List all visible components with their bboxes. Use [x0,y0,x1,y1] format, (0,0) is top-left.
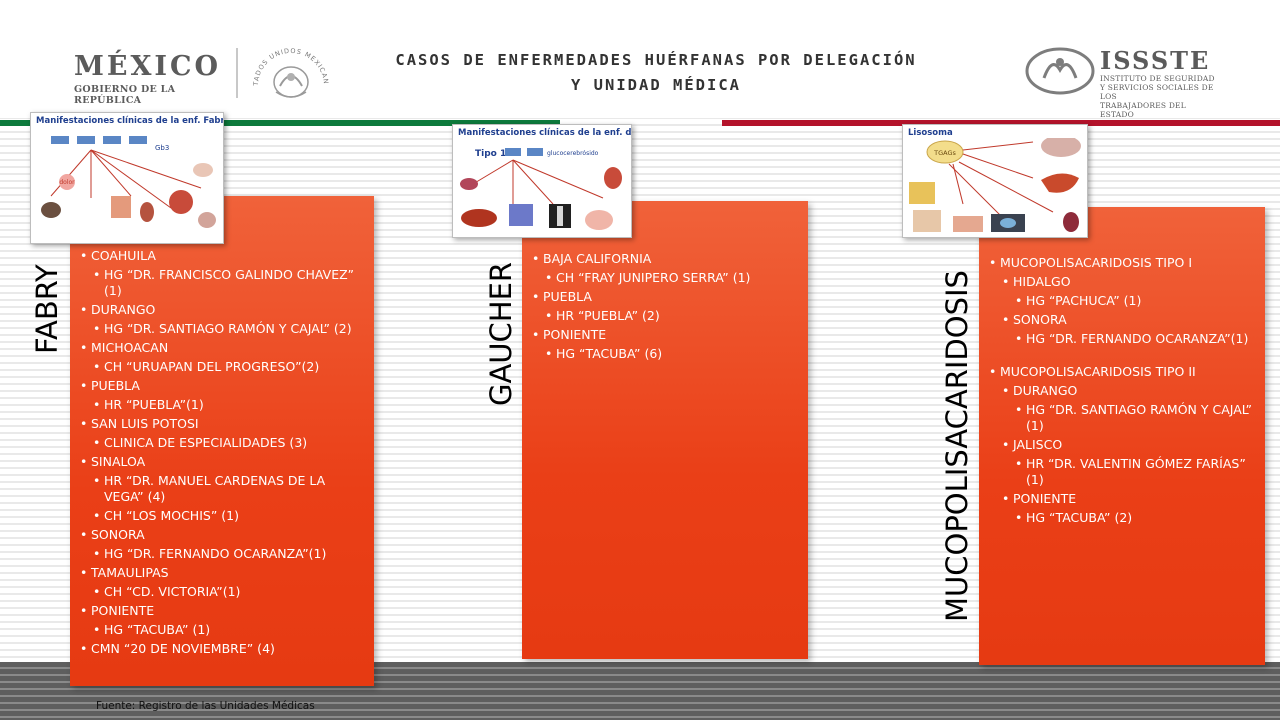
issste-logo-name: ISSSTE [1100,46,1211,75]
list-subitem: HG “DR. FRANCISCO GALINDO CHAVEZ” (1) [93,267,362,299]
mps-thumbnail-title: Lisosoma [908,128,953,138]
fabry-pain-label: dolor [59,179,75,186]
list-subitem: CH “URUAPAN DEL PROGRESO”(2) [93,359,362,375]
list-subitem: HG “TACUBA” (1) [93,622,362,638]
gaucher-list: BAJA CALIFORNIA CH “FRAY JUNIPERO SERRA” … [532,251,798,365]
list-item: COAHUILA [80,248,362,264]
mps-list: MUCOPOLISACARIDOSIS TIPO I HIDALGO HG “PAC… [989,255,1255,529]
list-spacer [989,350,1255,364]
page-title-line-1: CASOS DE ENFERMEDADES HUÉRFANAS POR DELE… [395,51,917,69]
list-subitem: HG “PACHUCA” (1) [1015,293,1255,309]
fabry-label: FABRY [30,264,64,354]
issste-logo-subtitle-3: TRABAJADORES DEL ESTADO [1100,101,1186,119]
gaucher-enzyme-label: glucocerebrósido [547,150,599,157]
list-item: SONORA [80,527,362,543]
mexico-logo: MÉXICO GOBIERNO DE LA REPÚBLICA [74,51,224,107]
fabry-thumbnail: Manifestaciones clínicas de la enf. Fabr… [30,112,224,244]
list-item: PONIENTE [80,603,362,619]
issste-emblem-icon [1025,47,1095,95]
list-item: TAMAULIPAS [80,565,362,581]
list-item: DURANGO [80,302,362,318]
list-subitem: SONORA [1002,312,1255,328]
list-subitem: HG “TACUBA” (6) [545,346,798,362]
list-subitem: PONIENTE [1002,491,1255,507]
fabry-card: COAHUILA HG “DR. FRANCISCO GALINDO CHAVEZ… [70,196,374,686]
list-subitem: HG “DR. FERNANDO OCARANZA”(1) [93,546,362,562]
list-subitem: DURANGO [1002,383,1255,399]
list-subitem: HR “PUEBLA”(1) [93,397,362,413]
list-item: PUEBLA [80,378,362,394]
list-item: MICHOACAN [80,340,362,356]
mps-label: MUCOPOLISACARIDOSIS [940,270,974,622]
list-subitem: CH “FRAY JUNIPERO SERRA” (1) [545,270,798,286]
list-item: PONIENTE [532,327,798,343]
list-subitem: HG “DR. SANTIAGO RAMÓN Y CAJAL” (1) [1015,402,1255,434]
issste-logo: ISSSTE INSTITUTO DE SEGURIDAD Y SERVICIO… [1100,46,1220,120]
fabry-list: COAHUILA HG “DR. FRANCISCO GALINDO CHAVEZ… [80,248,362,660]
fabry-thumbnail-title: Manifestaciones clínicas de la enf. Fabr… [36,116,224,126]
list-subitem: HIDALGO [1002,274,1255,290]
list-item: PUEBLA [532,289,798,305]
list-subitem: HR “DR. VALENTIN GÓMEZ FARÍAS” (1) [1015,456,1255,488]
page-title-line-2: Y UNIDAD MÉDICA [571,76,741,94]
source-note: Fuente: Registro de las Unidades Médicas [96,700,315,712]
issste-logo-subtitle-2: Y SERVICIOS SOCIALES DE LOS [1100,83,1214,101]
red-band [722,120,1280,126]
fabry-gb3-label: Gb3 [155,144,169,152]
logo-divider [236,48,238,98]
list-item: MUCOPOLISACARIDOSIS TIPO II [989,364,1255,380]
national-seal-icon: ESTADOS UNIDOS MEXICANOS [248,42,329,98]
list-subitem: JALISCO [1002,437,1255,453]
list-subitem: HR “PUEBLA” (2) [545,308,798,324]
list-subitem: CLINICA DE ESPECIALIDADES (3) [93,435,362,451]
header: MÉXICO GOBIERNO DE LA REPÚBLICA ESTADOS … [0,0,1280,120]
list-item: SINALOA [80,454,362,470]
issste-logo-subtitle-1: INSTITUTO DE SEGURIDAD [1100,74,1215,83]
list-item: CMN “20 DE NOVIEMBRE” (4) [80,641,362,657]
list-item: SAN LUIS POTOSI [80,416,362,432]
page-title: CASOS DE ENFERMEDADES HUÉRFANAS POR DELE… [346,48,966,98]
mps-thumbnail: Lisosoma TGAGs [902,124,1088,238]
list-subitem: HG “DR. SANTIAGO RAMÓN Y CAJAL” (2) [93,321,362,337]
list-subitem: CH “LOS MOCHIS” (1) [93,508,362,524]
mexico-logo-subtitle: GOBIERNO DE LA REPÚBLICA [74,84,176,106]
mps-card: MUCOPOLISACARIDOSIS TIPO I HIDALGO HG “PAC… [979,207,1265,665]
list-subitem: CH “CD. VICTORIA”(1) [93,584,362,600]
mps-diagram-icon: TGAGs [909,135,1081,232]
list-item: MUCOPOLISACARIDOSIS TIPO I [989,255,1255,271]
gaucher-card: BAJA CALIFORNIA CH “FRAY JUNIPERO SERRA” … [522,201,808,659]
gaucher-diagram-icon: Tipo 1 glucocerebrósido [460,148,622,230]
list-subitem: HR “DR. MANUEL CARDENAS DE LA VEGA” (4) [93,473,362,505]
green-band [0,120,560,126]
gaucher-label: GAUCHER [484,261,518,406]
gaucher-type-label: Tipo 1 [475,149,506,159]
list-subitem: HG “DR. FERNANDO OCARANZA”(1) [1015,331,1255,347]
gaucher-thumbnail-title: Manifestaciones clínicas de la enf. de G… [458,128,632,138]
list-subitem: HG “TACUBA” (2) [1015,510,1255,526]
gaucher-thumbnail: Manifestaciones clínicas de la enf. de G… [452,124,632,238]
mexico-logo-name: MÉXICO [74,51,222,82]
fabry-diagram-icon: Gb3 dolor [41,136,216,228]
list-item: BAJA CALIFORNIA [532,251,798,267]
mps-tgags-label: TGAGs [933,149,956,157]
